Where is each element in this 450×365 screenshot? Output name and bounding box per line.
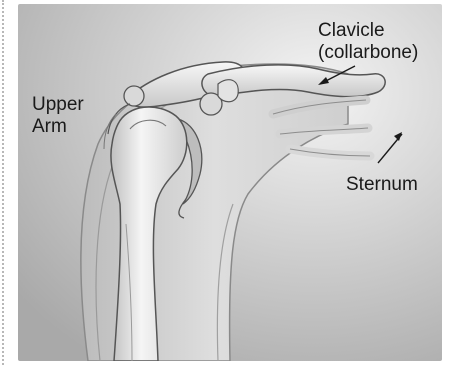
sternum-label: Sternum (346, 174, 418, 196)
clavicle-label: Clavicle (318, 20, 385, 42)
collarbone-label: (collarbone) (318, 42, 418, 64)
upper-arm-label-line1: Upper (32, 94, 84, 116)
ac-joint (124, 86, 144, 106)
upper-arm-label-line2: Arm (32, 116, 67, 138)
dotted-border (2, 0, 4, 365)
coracoid-hook (218, 80, 238, 102)
